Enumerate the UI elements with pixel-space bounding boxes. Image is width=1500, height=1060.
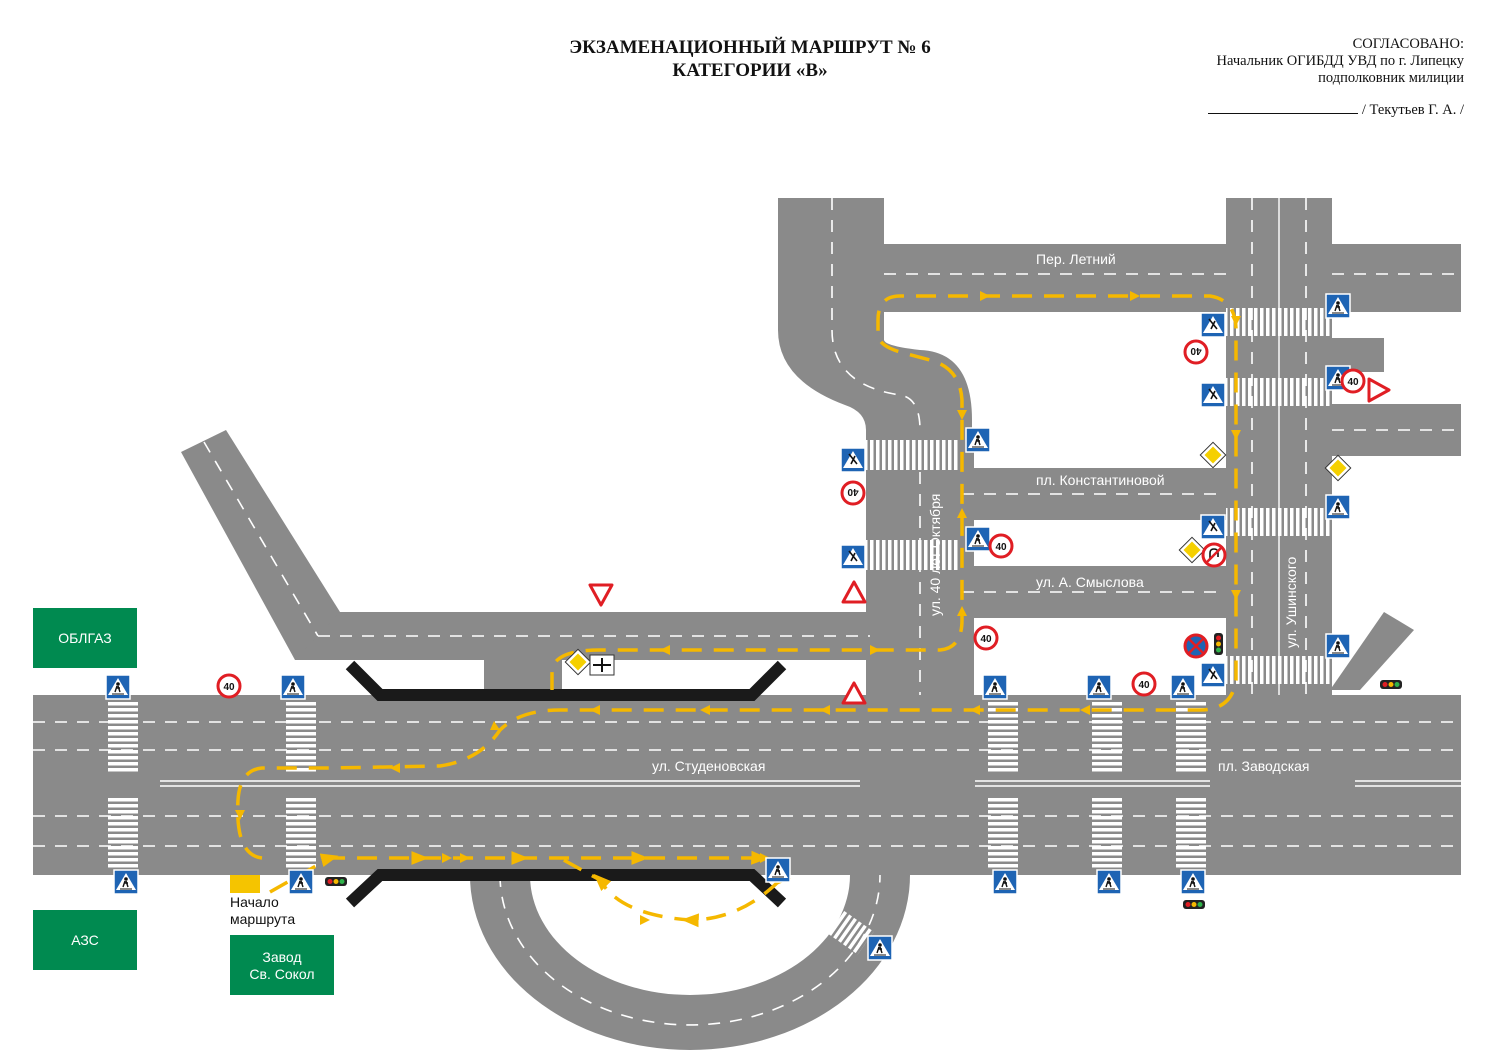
priority-road-icon [1178,536,1206,564]
pedestrian-crossing-icon [1096,869,1122,895]
speed-limit-icon: 40 [973,625,999,651]
svg-text:40: 40 [1190,345,1202,356]
road-south-loop [470,875,910,1050]
speed-limit-icon: 40 [1131,671,1157,697]
approval-label: СОГЛАСОВАНО: [1352,36,1464,52]
road-curve-top [778,198,972,450]
approval-position: Начальник ОГИБДД УВД по г. Липецку [1216,53,1464,69]
pedestrian-crossing-icon [1180,869,1206,895]
oblgaz-box [33,608,137,668]
crosswalks [108,308,1332,955]
street-labels: Пер. Летний пл. Константиновой ул. А. См… [652,251,1310,774]
pedestrian-crossing-icon [1086,674,1112,700]
road-studenovskaya [33,695,1461,875]
approval-rank: подполковник милиции [1318,70,1464,86]
no-stopping-icon [1183,633,1209,659]
landmarks: ОБЛГАЗ АЗС Завод Св. Сокол Начало маршру… [33,608,334,995]
pedestrian-crossing-icon [840,544,866,570]
label-40-let-oktyabrya: ул. 40 лет Октября [927,494,943,616]
zavod-label-1: Завод [262,949,301,965]
road-signs: 40 40 40 40 40 40 40 [105,293,1402,961]
yield-icon [841,580,867,604]
zavod-box [230,935,334,995]
traffic-light-icon [1214,633,1223,655]
signature-row: / Текутьев Г. А. / [1104,101,1464,119]
pedestrian-crossing-icon [1200,312,1226,338]
pedestrian-crossing-icon [867,935,893,961]
separator-south [345,869,787,908]
label-ushinskogo: ул. Ушинского [1283,556,1299,648]
label-smyslova: ул. А. Смыслова [1036,574,1144,590]
pedestrian-crossing-icon [765,857,791,883]
title-line-2: КАТЕГОРИИ «В» [672,60,828,81]
oblgaz-label: ОБЛГАЗ [58,630,112,646]
road-diagonal-ne [1330,612,1414,690]
pedestrian-crossing-icon [1170,674,1196,700]
route-path [269,850,792,928]
svg-text:40: 40 [847,486,859,497]
pedestrian-crossing-icon [1325,293,1351,319]
azs-box [33,910,137,970]
start-marker [230,875,260,893]
pedestrian-crossing-icon [280,674,306,700]
pedestrian-crossing-icon [840,447,866,473]
pedestrian-crossing-icon [113,869,139,895]
pedestrian-crossing-icon [965,427,991,453]
svg-text:40: 40 [995,542,1007,553]
yield-icon [841,681,867,705]
pedestrian-crossing-icon [992,869,1018,895]
road-diagonal-nw [181,430,340,660]
signature-name: / Текутьев Г. А. / [1361,102,1464,118]
yield-icon [1367,377,1391,403]
pedestrian-crossing-icon [965,526,991,552]
pedestrian-crossing-icon [1325,633,1351,659]
speed-limit-icon: 40 [1183,339,1209,365]
start-label-1: Начало [230,894,279,910]
approval-block: СОГЛАСОВАНО: Начальник ОГИБДД УВД по г. … [1104,36,1464,119]
zavod-label-2: Св. Сокол [249,966,314,982]
svg-text:40: 40 [1138,680,1150,691]
road-letniy [884,244,1461,312]
label-letniy: Пер. Летний [1036,251,1116,267]
priority-road-icon [1199,441,1227,469]
title-line-1: ЭКЗАМЕНАЦИОННЫЙ МАРШРУТ № 6 [569,37,931,58]
route-arrows [235,291,1241,925]
pedestrian-crossing-icon [1325,494,1351,520]
label-zavodskaya: пл. Заводская [1218,758,1310,774]
traffic-light-icon [325,877,347,886]
pedestrian-crossing-icon [105,674,131,700]
speed-limit-icon: 40 [840,480,866,506]
no-u-turn-icon [1201,542,1227,568]
start-label-2: маршрута [230,911,295,927]
exam-route [235,294,1238,928]
pedestrian-crossing-icon [1200,514,1226,540]
speed-limit-icon: 40 [1340,368,1366,394]
pedestrian-crossing-icon [982,674,1008,700]
pedestrian-crossing-icon [1200,382,1226,408]
azs-label: АЗС [71,932,99,948]
traffic-light-icon [1183,900,1205,909]
svg-text:40: 40 [223,682,235,693]
pedestrian-crossing-icon [1200,662,1226,688]
map-title: ЭКЗАМЕНАЦИОННЫЙ МАРШРУТ № 6 КАТЕГОРИИ «В… [450,36,1050,82]
speed-limit-icon: 40 [988,533,1014,559]
traffic-light-icon [1380,680,1402,689]
signature-line [1208,101,1359,114]
svg-text:40: 40 [1347,377,1359,388]
separator-north [345,660,787,701]
speed-limit-icon: 40 [216,673,242,699]
pedestrian-crossing-icon [288,869,314,895]
intersection-plate-icon [589,654,615,676]
label-studenovskaya: ул. Студеновская [652,758,765,774]
label-konstantinovoy: пл. Константиновой [1036,472,1165,488]
svg-text:40: 40 [980,634,992,645]
yield-icon [588,583,614,607]
